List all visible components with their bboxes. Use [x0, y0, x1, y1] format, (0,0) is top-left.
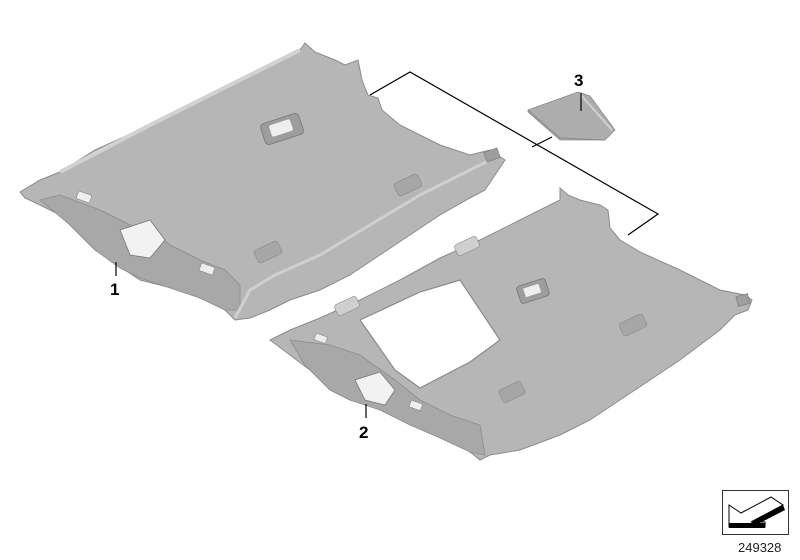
leader-lines: [115, 71, 660, 418]
navigation-arrow-button[interactable]: [722, 490, 789, 535]
callout-3[interactable]: 3: [574, 71, 584, 90]
trim-strip-3[interactable]: [527, 91, 616, 141]
callout-1[interactable]: 1: [110, 280, 120, 299]
callout-2[interactable]: 2: [359, 423, 369, 442]
headliner-1[interactable]: [19, 42, 506, 321]
diagram-number: 249328: [738, 540, 782, 555]
arrow-down-left-icon: [728, 496, 785, 528]
headliner-2[interactable]: [269, 186, 753, 461]
